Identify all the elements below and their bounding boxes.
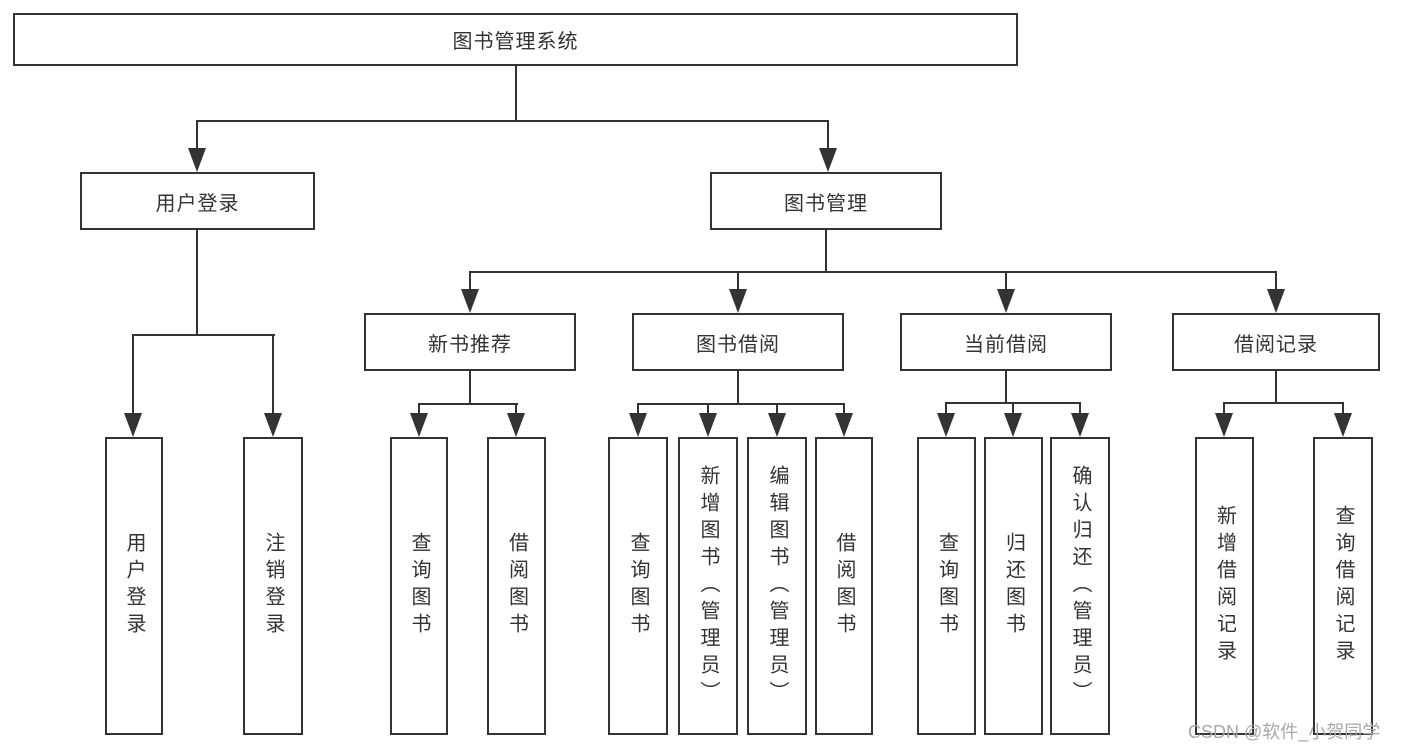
arrow-down-icon: [264, 413, 282, 437]
arrow-down-icon: [1071, 413, 1089, 437]
arrow-down-icon: [507, 413, 525, 437]
leaf-borrow-books-recommend: 借阅图书: [487, 437, 546, 735]
arrow-down-icon: [819, 148, 837, 172]
node-label: 当前借阅: [964, 333, 1048, 356]
node-label: 查询图书: [935, 532, 958, 640]
connector-line: [637, 403, 639, 417]
connector-line: [1342, 402, 1344, 417]
node-library-management-system: 图书管理系统: [13, 13, 1018, 66]
leaf-query-books-current: 查询图书: [917, 437, 976, 735]
node-label: 图书管理系统: [452, 31, 579, 53]
connector-line: [1012, 402, 1014, 417]
node-book-borrowing: 图书借阅: [632, 313, 844, 371]
node-label: 用户登录: [123, 532, 145, 640]
arrow-down-icon: [124, 413, 142, 437]
connector-line: [1223, 402, 1225, 417]
arrow-down-icon: [729, 289, 747, 313]
arrow-down-icon: [937, 413, 955, 437]
leaf-query-borrow-record: 查询借阅记录: [1313, 437, 1373, 735]
leaf-add-borrow-record: 新增借阅记录: [1195, 437, 1254, 735]
leaf-logout: 注销登录: [243, 437, 303, 735]
leaf-return-book: 归还图书: [984, 437, 1043, 735]
node-user-login-branch: 用户登录: [80, 172, 315, 230]
connector-line: [469, 271, 1277, 273]
watermark: CSDN @软件_小贺同学: [1188, 722, 1381, 742]
arrow-down-icon: [410, 413, 428, 437]
arrow-down-icon: [997, 289, 1015, 313]
connector-line: [707, 403, 709, 417]
arrow-down-icon: [768, 413, 786, 437]
connector-line: [132, 334, 134, 414]
connector-line: [1005, 371, 1007, 404]
node-label: 注销登录: [262, 532, 284, 640]
connector-line: [637, 403, 845, 405]
node-label: 图书管理: [784, 192, 868, 215]
node-label: 确认归还（管理员）: [1069, 464, 1091, 708]
connector-line: [515, 66, 517, 122]
connector-line: [469, 271, 471, 291]
leaf-edit-book-admin: 编辑图书（管理员）: [747, 437, 807, 735]
leaf-user-login: 用户登录: [105, 437, 163, 735]
arrow-down-icon: [1215, 413, 1233, 437]
connector-line: [737, 271, 739, 291]
leaf-confirm-return-admin: 确认归还（管理员）: [1050, 437, 1110, 735]
connector-line: [197, 120, 829, 122]
connector-line: [1275, 271, 1277, 291]
connector-line: [776, 403, 778, 417]
node-label: 借阅图书: [833, 532, 855, 640]
leaf-borrow-books: 借阅图书: [815, 437, 873, 735]
leaf-query-books-borrowing: 查询图书: [608, 437, 668, 735]
node-label: 查询图书: [408, 532, 430, 640]
node-label: 新书推荐: [428, 333, 512, 356]
node-current-borrowing: 当前借阅: [900, 313, 1112, 371]
node-label: 用户登录: [155, 192, 240, 215]
arrow-down-icon: [699, 413, 717, 437]
node-borrowing-records: 借阅记录: [1172, 313, 1380, 371]
node-label: 编辑图书（管理员）: [766, 464, 788, 708]
connector-line: [825, 230, 827, 273]
node-label: 查询借阅记录: [1332, 505, 1354, 667]
arrow-down-icon: [1004, 413, 1022, 437]
arrow-down-icon: [188, 148, 206, 172]
arrow-down-icon: [1267, 289, 1285, 313]
connector-line: [272, 334, 274, 414]
connector-line: [196, 120, 198, 152]
connector-line: [1223, 402, 1344, 404]
connector-line: [1079, 402, 1081, 417]
node-new-book-recommendation: 新书推荐: [364, 313, 576, 371]
arrow-down-icon: [461, 289, 479, 313]
leaf-add-book-admin: 新增图书（管理员）: [678, 437, 738, 735]
node-label: 查询图书: [627, 532, 649, 640]
connector-line: [737, 371, 739, 405]
arrow-down-icon: [629, 413, 647, 437]
connector-line: [1005, 271, 1007, 291]
node-label: 归还图书: [1002, 532, 1025, 640]
leaf-query-books-recommend: 查询图书: [390, 437, 448, 735]
connector-line: [515, 403, 517, 417]
arrow-down-icon: [835, 413, 853, 437]
node-label: 新增图书（管理员）: [697, 464, 719, 708]
connector-line: [133, 334, 275, 336]
connector-line: [418, 403, 420, 417]
arrow-down-icon: [1334, 413, 1352, 437]
node-label: 借阅记录: [1234, 333, 1318, 356]
node-label: 新增借阅记录: [1213, 505, 1236, 667]
node-book-management-branch: 图书管理: [710, 172, 942, 230]
node-label: 借阅图书: [505, 532, 528, 640]
connector-line: [945, 402, 947, 417]
connector-line: [1275, 371, 1277, 404]
node-label: 图书借阅: [696, 333, 780, 356]
connector-line: [469, 371, 471, 405]
connector-line: [843, 403, 845, 417]
connector-line: [196, 230, 198, 335]
connector-line: [418, 403, 518, 405]
connector-line: [827, 120, 829, 152]
